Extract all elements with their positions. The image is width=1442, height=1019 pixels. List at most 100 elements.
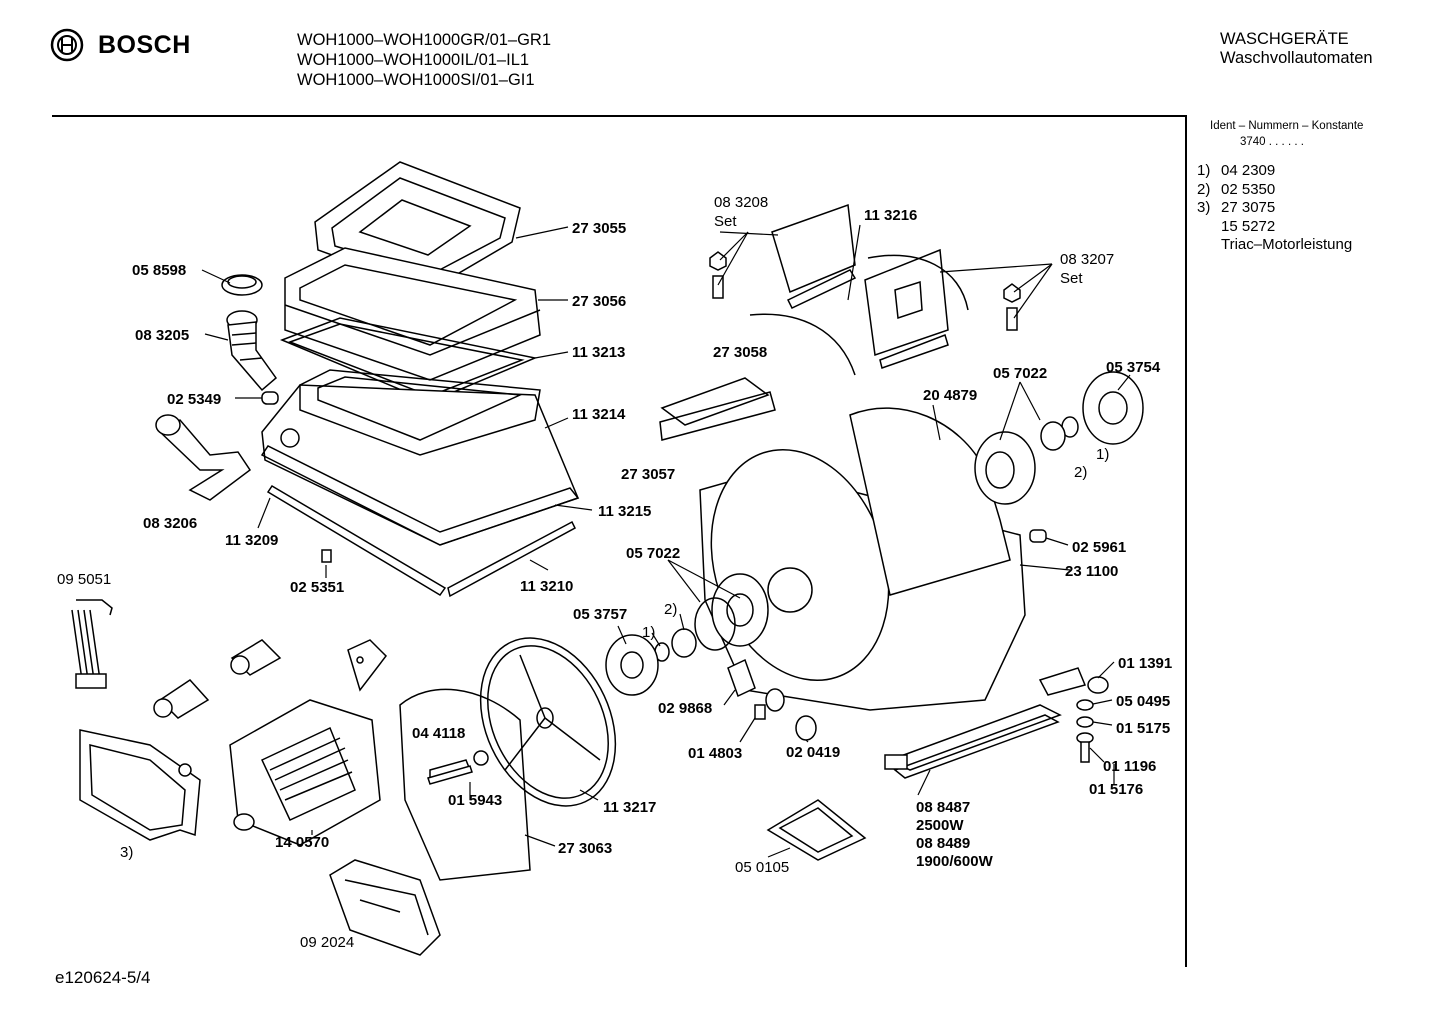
part-label: 2)	[664, 601, 677, 618]
part-label: 02 5349	[167, 391, 221, 408]
drum-cross-part	[974, 431, 1036, 505]
part-label: 08 3208	[714, 194, 768, 211]
motor-bracket-part	[347, 639, 387, 692]
flange-part	[694, 597, 736, 651]
heater-part	[884, 704, 1062, 779]
wiring-harness-part	[71, 599, 113, 689]
part-label: 11 3213	[572, 344, 625, 361]
bearing-flange-part	[1082, 371, 1144, 445]
ident-title: Ident – Nummern – Konstante	[1210, 120, 1364, 132]
footnote: 2)02 5350	[1197, 181, 1352, 200]
drain-hose-part	[155, 414, 252, 501]
capacitor-part	[230, 639, 282, 676]
motor-part	[229, 699, 381, 846]
washer-part	[1076, 699, 1094, 711]
part-label: 05 0105	[735, 859, 789, 876]
part-label: 08 8487	[916, 799, 970, 816]
part-label: 05 7022	[626, 545, 680, 562]
drum-flap-part	[771, 203, 857, 309]
footnote-text: 02 5350	[1221, 180, 1276, 198]
programmer-part	[329, 859, 441, 956]
part-label: 1)	[642, 624, 655, 641]
drawing-id: e120624-5/4	[55, 968, 151, 987]
footnote-text: 27 3075	[1221, 199, 1276, 216]
part-label: 11 3214	[572, 406, 626, 423]
drawer-housing-part	[261, 369, 580, 546]
side-divider	[1185, 115, 1187, 967]
clamp-rail-part	[266, 484, 576, 598]
part-label: 01 5176	[1089, 781, 1143, 798]
part-label: 08 3207	[1060, 251, 1114, 268]
part-label: 1)	[1096, 446, 1109, 463]
part-label: 11 3217	[603, 799, 656, 816]
seal-part	[795, 715, 817, 741]
part-label: 01 5175	[1116, 720, 1170, 737]
part-label: 09 5051	[57, 571, 111, 588]
part-label: 1900/600W	[916, 853, 994, 870]
hose-clamp-part	[221, 274, 263, 296]
footnotes: 1)04 2309 2)02 5350 3)27 3075 15 5272 Tr…	[1197, 162, 1352, 255]
part-label: 09 2024	[300, 934, 354, 951]
pulley-part	[479, 637, 617, 807]
part-label: 02 0419	[786, 744, 840, 761]
footnote: Triac–Motorleistung	[1197, 236, 1352, 255]
part-label: 27 3058	[713, 344, 767, 361]
label-plate-part	[659, 377, 776, 441]
footnote-text: 04 2309	[1221, 162, 1276, 179]
bracket-part	[727, 658, 756, 698]
brand-name: BOSCH	[98, 30, 191, 59]
category: WASCHGERÄTE Waschvollautomaten	[1220, 30, 1373, 68]
bearing-part	[1040, 421, 1066, 451]
part-label: 20 4879	[923, 387, 977, 404]
bosch-logo-icon	[50, 28, 84, 62]
housing-gasket-part	[260, 445, 580, 546]
part-label: 3)	[120, 844, 133, 861]
part-label: 23 1100	[1065, 563, 1118, 580]
part-label: 02 9868	[658, 700, 712, 717]
model-list: WOH1000–WOH1000GR/01–GR1 WOH1000–WOH1000…	[297, 30, 551, 90]
part-label: 11 3209	[225, 532, 278, 549]
part-label: Set	[1060, 270, 1083, 287]
part-label: 01 4803	[688, 745, 742, 762]
screw-part	[427, 765, 473, 785]
part-label: 01 5943	[448, 792, 502, 809]
part-label: 04 4118	[412, 725, 465, 742]
inlet-hose-part	[226, 310, 278, 392]
bolt-part	[1076, 732, 1094, 763]
part-label: 27 3056	[572, 293, 626, 310]
category-subtitle: Waschvollautomaten	[1220, 49, 1373, 67]
footnote-number: 1)	[1197, 162, 1211, 179]
leader-lines	[201, 224, 1131, 858]
footnote: 3) 27 3075	[1197, 199, 1352, 218]
part-labels: 27 3055 05 8598 27 3056 08 3205 11 3213 …	[57, 194, 1172, 951]
part-label: 05 3757	[573, 606, 627, 623]
header-divider	[52, 115, 1185, 117]
screw-part	[709, 251, 727, 299]
part-label: 05 8598	[132, 262, 186, 279]
washer-part	[765, 688, 785, 712]
part-label: 01 1391	[1118, 655, 1172, 672]
part-label: 14 0570	[275, 834, 329, 851]
part-label: 02 5961	[1072, 539, 1126, 556]
bearing-part	[671, 628, 697, 658]
part-label: 2)	[1074, 464, 1087, 481]
footnote-number: 3)	[1197, 199, 1211, 216]
bearing-flange-part	[605, 634, 659, 696]
drum-rib-part	[867, 254, 969, 311]
sensor-part	[754, 704, 766, 720]
footnote-text: Triac–Motorleistung	[1221, 236, 1353, 253]
hose-plug-part	[261, 391, 279, 405]
part-label: 27 3063	[558, 840, 612, 857]
part-label: 27 3057	[621, 466, 675, 483]
tank-back-part	[399, 688, 531, 881]
part-label: Set	[714, 213, 737, 230]
model-line: WOH1000–WOH1000SI/01–GI1	[297, 71, 535, 89]
part-label: 11 3215	[598, 503, 651, 520]
drum-flap-part	[864, 248, 949, 369]
plug-part	[1029, 529, 1047, 543]
part-label: 05 3754	[1106, 359, 1161, 376]
model-line: WOH1000–WOH1000GR/01–GR1	[297, 31, 552, 49]
part-label: 08 3205	[135, 327, 189, 344]
part-label: 11 3216	[864, 207, 917, 224]
